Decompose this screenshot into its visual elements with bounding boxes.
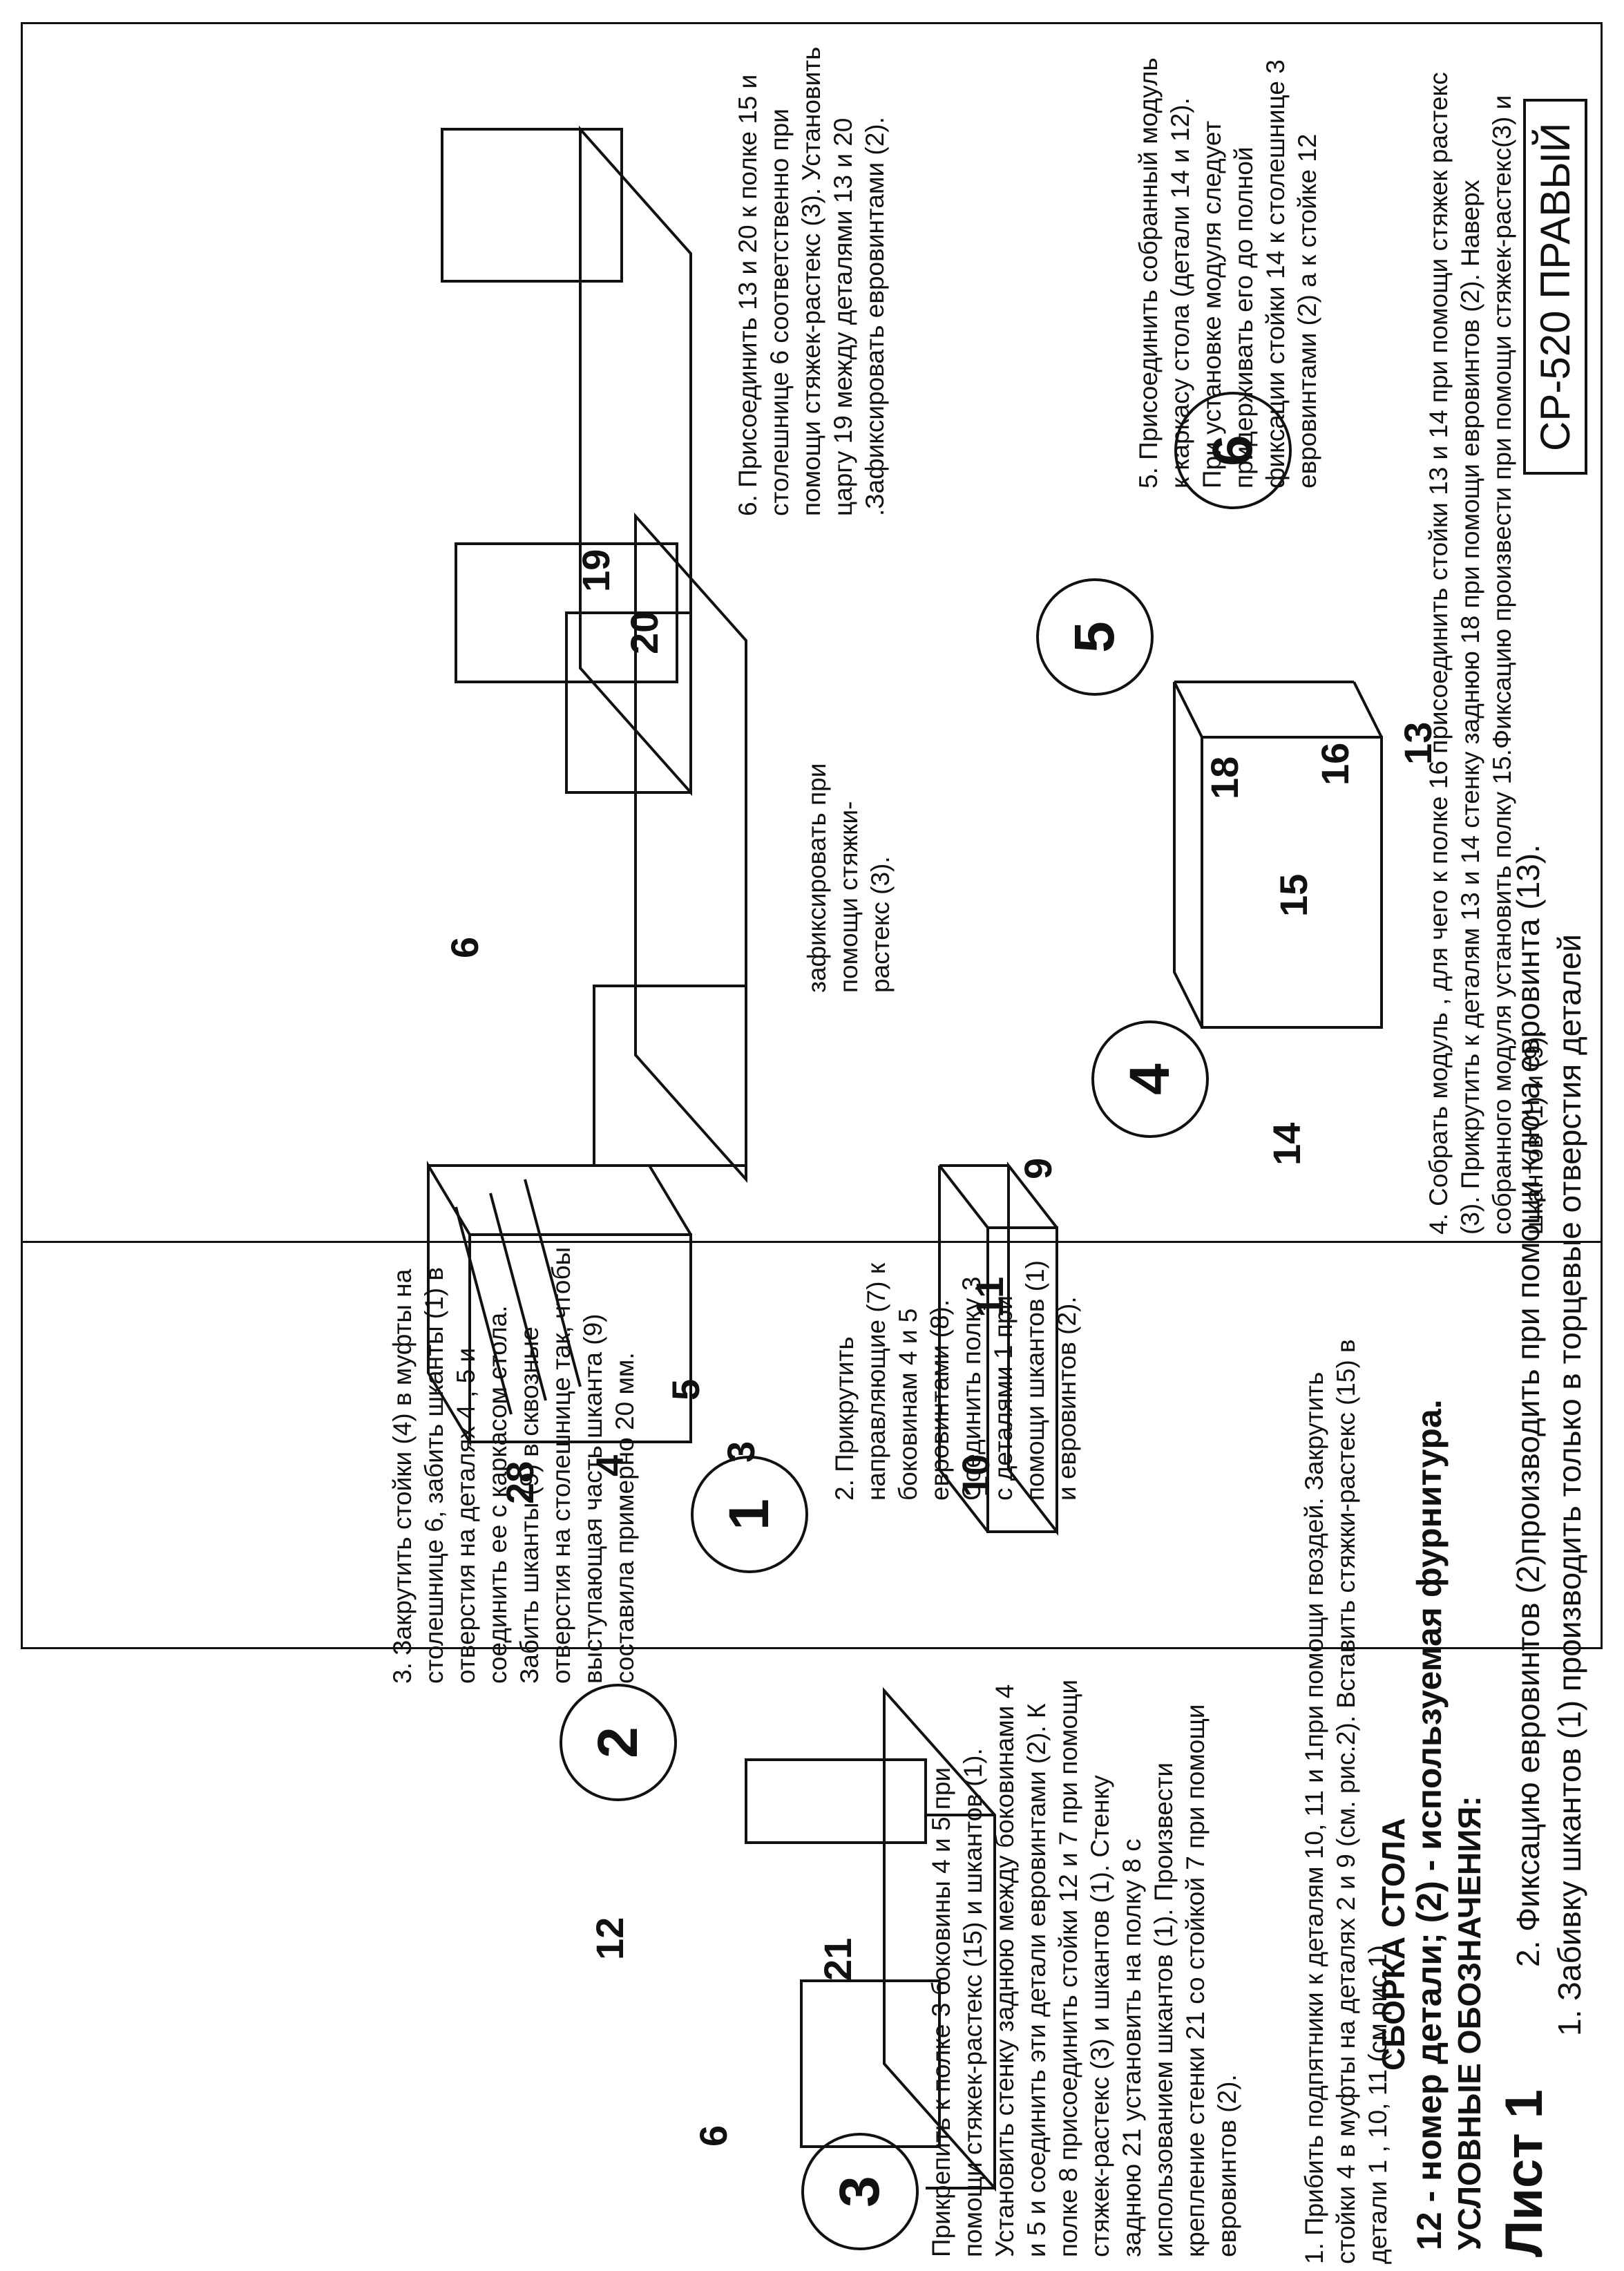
part-28: 28 (498, 1461, 542, 1504)
part-14: 14 (1265, 1122, 1308, 1166)
diagram-1 (938, 1161, 1058, 1536)
step-6-circle: 6 (1174, 392, 1292, 509)
legend-title: УСЛОВНЫЕ ОБОЗНАЧЕНИЯ: (1451, 1796, 1487, 2250)
legend-part-text: - номер детали; (1410, 1932, 1449, 2203)
part-9: 9 (1016, 1157, 1060, 1179)
step-6-text: 6. Присоединить 13 и 20 к полке 15 и сто… (734, 46, 889, 516)
part-19: 19 (574, 549, 618, 592)
step-1-text: 1. Прибить подпятники к деталям 10, 11 и… (1300, 1339, 1392, 2264)
part-16: 16 (1313, 742, 1357, 786)
legend-hardware-text: - используемая фурнитура. (1410, 1399, 1449, 1872)
part-20: 20 (622, 611, 666, 654)
part-10: 10 (954, 1454, 997, 1497)
part-13: 13 (1396, 721, 1440, 765)
part-6-step5: 6 (443, 936, 486, 958)
part-3: 3 (719, 1441, 763, 1463)
diagram-4 (1173, 681, 1383, 1029)
step-4-text: 4. Собрать модуль , для чего к полке 16 … (1424, 72, 1548, 1235)
part-18: 18 (1203, 756, 1246, 799)
legend-hardware-example: (2) (1410, 1881, 1449, 1923)
part-15: 15 (1272, 873, 1315, 917)
sheet-label: Лист 1 (1495, 2089, 1554, 2257)
part-12: 12 (588, 1917, 631, 1960)
part-11: 11 (968, 1276, 1011, 1318)
part-6: 6 (691, 2125, 735, 2147)
part-5: 5 (664, 1378, 707, 1400)
diagram-6 (441, 125, 692, 797)
legend-part-number: 12 (1410, 2212, 1449, 2250)
part-21: 21 (816, 1937, 859, 1981)
step-4-fix-text: зафиксировать при помощи стяжки-растекс … (803, 763, 895, 993)
step-5-circle: 5 (1036, 578, 1154, 696)
diagram-3 (745, 1686, 996, 2192)
legend-row: 12 - номер детали; (2) - используемая фу… (1409, 1399, 1449, 2250)
diagram-2 (427, 1160, 692, 1447)
part-4: 4 (588, 1454, 631, 1476)
